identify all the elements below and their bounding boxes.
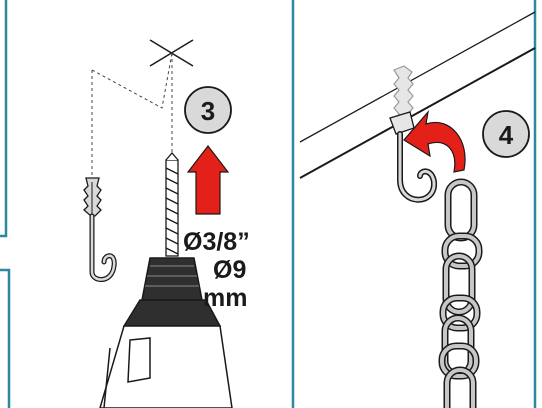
step-4-panel: 4 [299, 11, 536, 408]
guide-lines [91, 52, 173, 178]
power-drill-icon [99, 257, 233, 408]
curved-arrow-icon [403, 109, 466, 173]
step-3-badge: 3 [184, 86, 232, 134]
drill-size-unit: mm [203, 284, 247, 312]
step-3-panel: Ø3/8” Ø9 mm 3 [83, 39, 250, 408]
step-4-badge: 4 [482, 110, 530, 158]
drill-bit-icon [165, 152, 179, 257]
ceiling-lines [299, 11, 536, 179]
chain-icon [438, 178, 483, 408]
step-4-number: 4 [499, 120, 514, 150]
up-arrow-icon [186, 145, 230, 215]
drill-size-metric: Ø9 [213, 256, 246, 284]
drill-size-imperial: Ø3/8” [183, 228, 250, 256]
ceiling-hook-icon [389, 65, 437, 203]
wall-anchor-icon [83, 177, 117, 282]
step-3-number: 3 [201, 96, 215, 126]
